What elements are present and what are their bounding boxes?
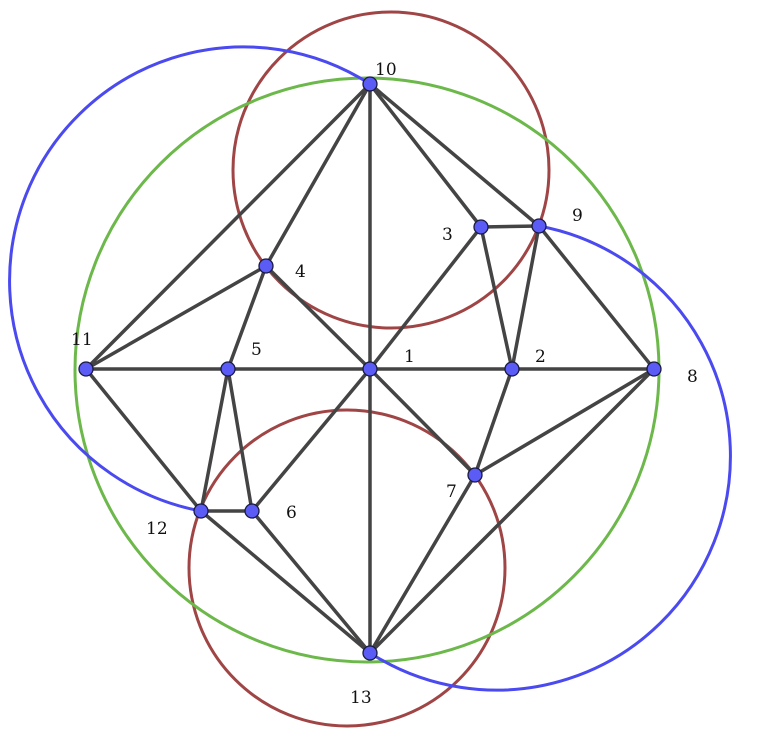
circle-red-bottom (187, 408, 507, 728)
edge-3-2 (479, 225, 514, 371)
node-label-12: 12 (146, 519, 168, 539)
node-label-7: 7 (446, 482, 457, 502)
node-3 (473, 219, 489, 235)
edge-1-7 (368, 367, 477, 477)
node-label-9: 9 (572, 206, 583, 226)
node-label-11: 11 (71, 330, 93, 350)
edge-1-3 (368, 225, 483, 371)
node-label-3: 3 (442, 225, 453, 245)
edge-9-8 (537, 224, 656, 371)
edge-5-6 (226, 367, 254, 513)
node-12 (193, 503, 209, 519)
edge-10-4 (264, 82, 372, 268)
edge-11-12 (84, 367, 203, 513)
node-2 (504, 361, 520, 377)
node-4 (258, 258, 274, 274)
node-1 (362, 361, 378, 377)
node-label-5: 5 (251, 340, 262, 360)
edge-7-13 (368, 473, 477, 655)
node-label-13: 13 (350, 688, 372, 708)
node-layer (78, 76, 662, 661)
edge-10-3 (368, 82, 483, 229)
edge-2-7 (473, 367, 514, 477)
node-7 (467, 467, 483, 483)
circle-blue-right-arc (369, 224, 732, 692)
circle-red-top (231, 10, 551, 330)
node-label-8: 8 (687, 367, 698, 387)
edge-4-5 (226, 264, 268, 371)
node-8 (646, 361, 662, 377)
edge-6-13 (250, 509, 372, 655)
edge-4-1 (264, 264, 372, 371)
node-6 (244, 503, 260, 519)
label-layer: 1 2 3 4 5 6 7 8 9 10 11 12 13 (71, 60, 698, 708)
edge-layer (84, 82, 656, 655)
edge-3-9 (479, 224, 541, 229)
node-11 (78, 361, 94, 377)
node-label-2: 2 (535, 347, 546, 367)
node-label-1: 1 (404, 347, 415, 367)
node-label-6: 6 (286, 503, 297, 523)
edge-8-13 (368, 367, 656, 655)
circle-blue-left-arc (8, 45, 371, 513)
edge-9-2 (510, 224, 541, 371)
edge-10-9 (368, 82, 541, 228)
edge-12-13 (199, 509, 372, 655)
node-label-10: 10 (375, 60, 397, 80)
node-10 (362, 76, 378, 92)
node-9 (531, 218, 547, 234)
node-label-4: 4 (295, 262, 306, 282)
edge-1-6 (250, 367, 372, 513)
edge-5-12 (199, 367, 230, 513)
node-5 (220, 361, 236, 377)
edge-8-7 (473, 367, 656, 477)
edge-10-11 (84, 82, 372, 371)
edge-11-4 (84, 264, 268, 371)
node-13 (362, 645, 378, 661)
